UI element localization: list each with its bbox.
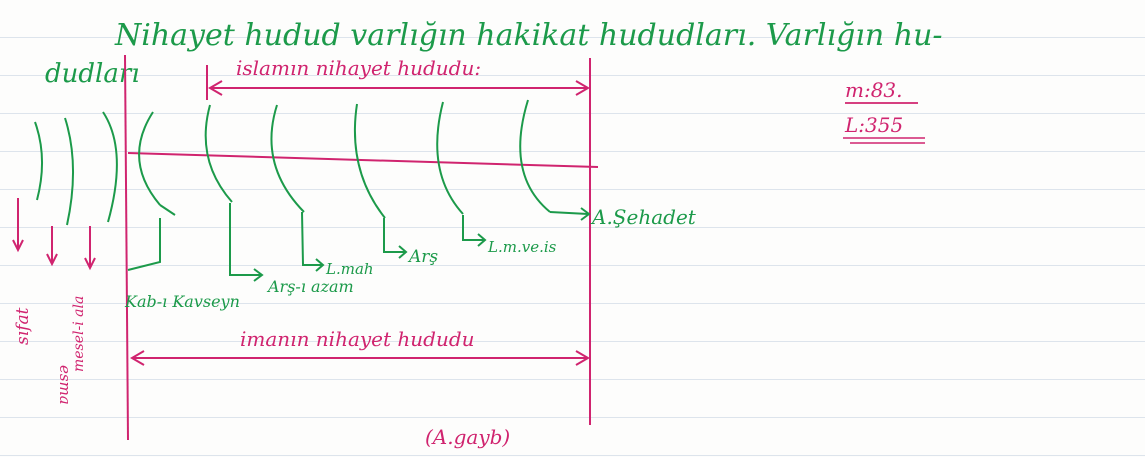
boundary-arc-sifat (34, 121, 44, 201)
islam-arrowhead-right (575, 80, 590, 96)
level-label-kab: Kab-ı Kavseyn (124, 292, 240, 311)
boundary-arc-ars (354, 103, 386, 219)
boundary-arc-esma (64, 117, 75, 226)
level-label-mesel: mesel-i ala (71, 296, 87, 372)
down-arrow-mesel-head (84, 257, 96, 271)
leader-arsi-azam-head (253, 268, 264, 282)
boundary-arc-kab (138, 111, 161, 206)
iman-arrowhead-left (130, 350, 145, 366)
heading-line-2: dudları (45, 59, 140, 89)
leader-lmah (301, 211, 322, 266)
boundary-arc-lmah (270, 104, 305, 213)
level-label-lmveis: L.m.ve.is (487, 238, 557, 256)
iman-arrowhead-right (575, 350, 590, 366)
boundary-arc-sehadet (519, 99, 551, 213)
level-label-lmah: L.mah (325, 260, 374, 278)
iman-span-label: imanın nihayet hududu (240, 327, 475, 351)
leader-sehadet-head (580, 207, 591, 221)
down-arrow-sifat-head (12, 239, 24, 253)
heading-line-1: Nihayet hudud varlığın hakikat hududları… (114, 18, 943, 53)
reference-m: m:83. (845, 78, 903, 102)
vertical-boundary-left (124, 54, 129, 441)
boundary-arc-mesel (102, 111, 118, 223)
leader-sehadet (549, 211, 589, 215)
leader-kab (127, 204, 176, 271)
level-label-sifat: sıfat (13, 307, 33, 345)
leader-lmah-head (315, 258, 325, 272)
down-arrow-esma-head (46, 253, 58, 267)
boundary-arc-arsi-azam (204, 104, 233, 203)
leader-arsi-azam (229, 203, 262, 276)
leader-lmveis-head (477, 233, 487, 247)
level-label-sehadet: A.Şehadet (590, 205, 697, 229)
level-label-esma: esma (56, 365, 74, 405)
bottom-label-gayb: (A.gayb) (425, 425, 510, 449)
level-label-ars: Arş (407, 247, 438, 267)
leader-ars (383, 218, 405, 253)
leader-ars-head (398, 245, 408, 259)
leader-lmveis (462, 215, 484, 241)
horizontal-axis (127, 152, 599, 168)
reference-l: L:355 (844, 113, 903, 137)
islam-span-label: islamın nihayet hududu: (236, 56, 481, 80)
islam-arrowhead-left (208, 80, 223, 96)
boundary-arc-lmveis (436, 101, 464, 215)
level-label-arsi-azam: Arş-ı azam (266, 277, 354, 296)
